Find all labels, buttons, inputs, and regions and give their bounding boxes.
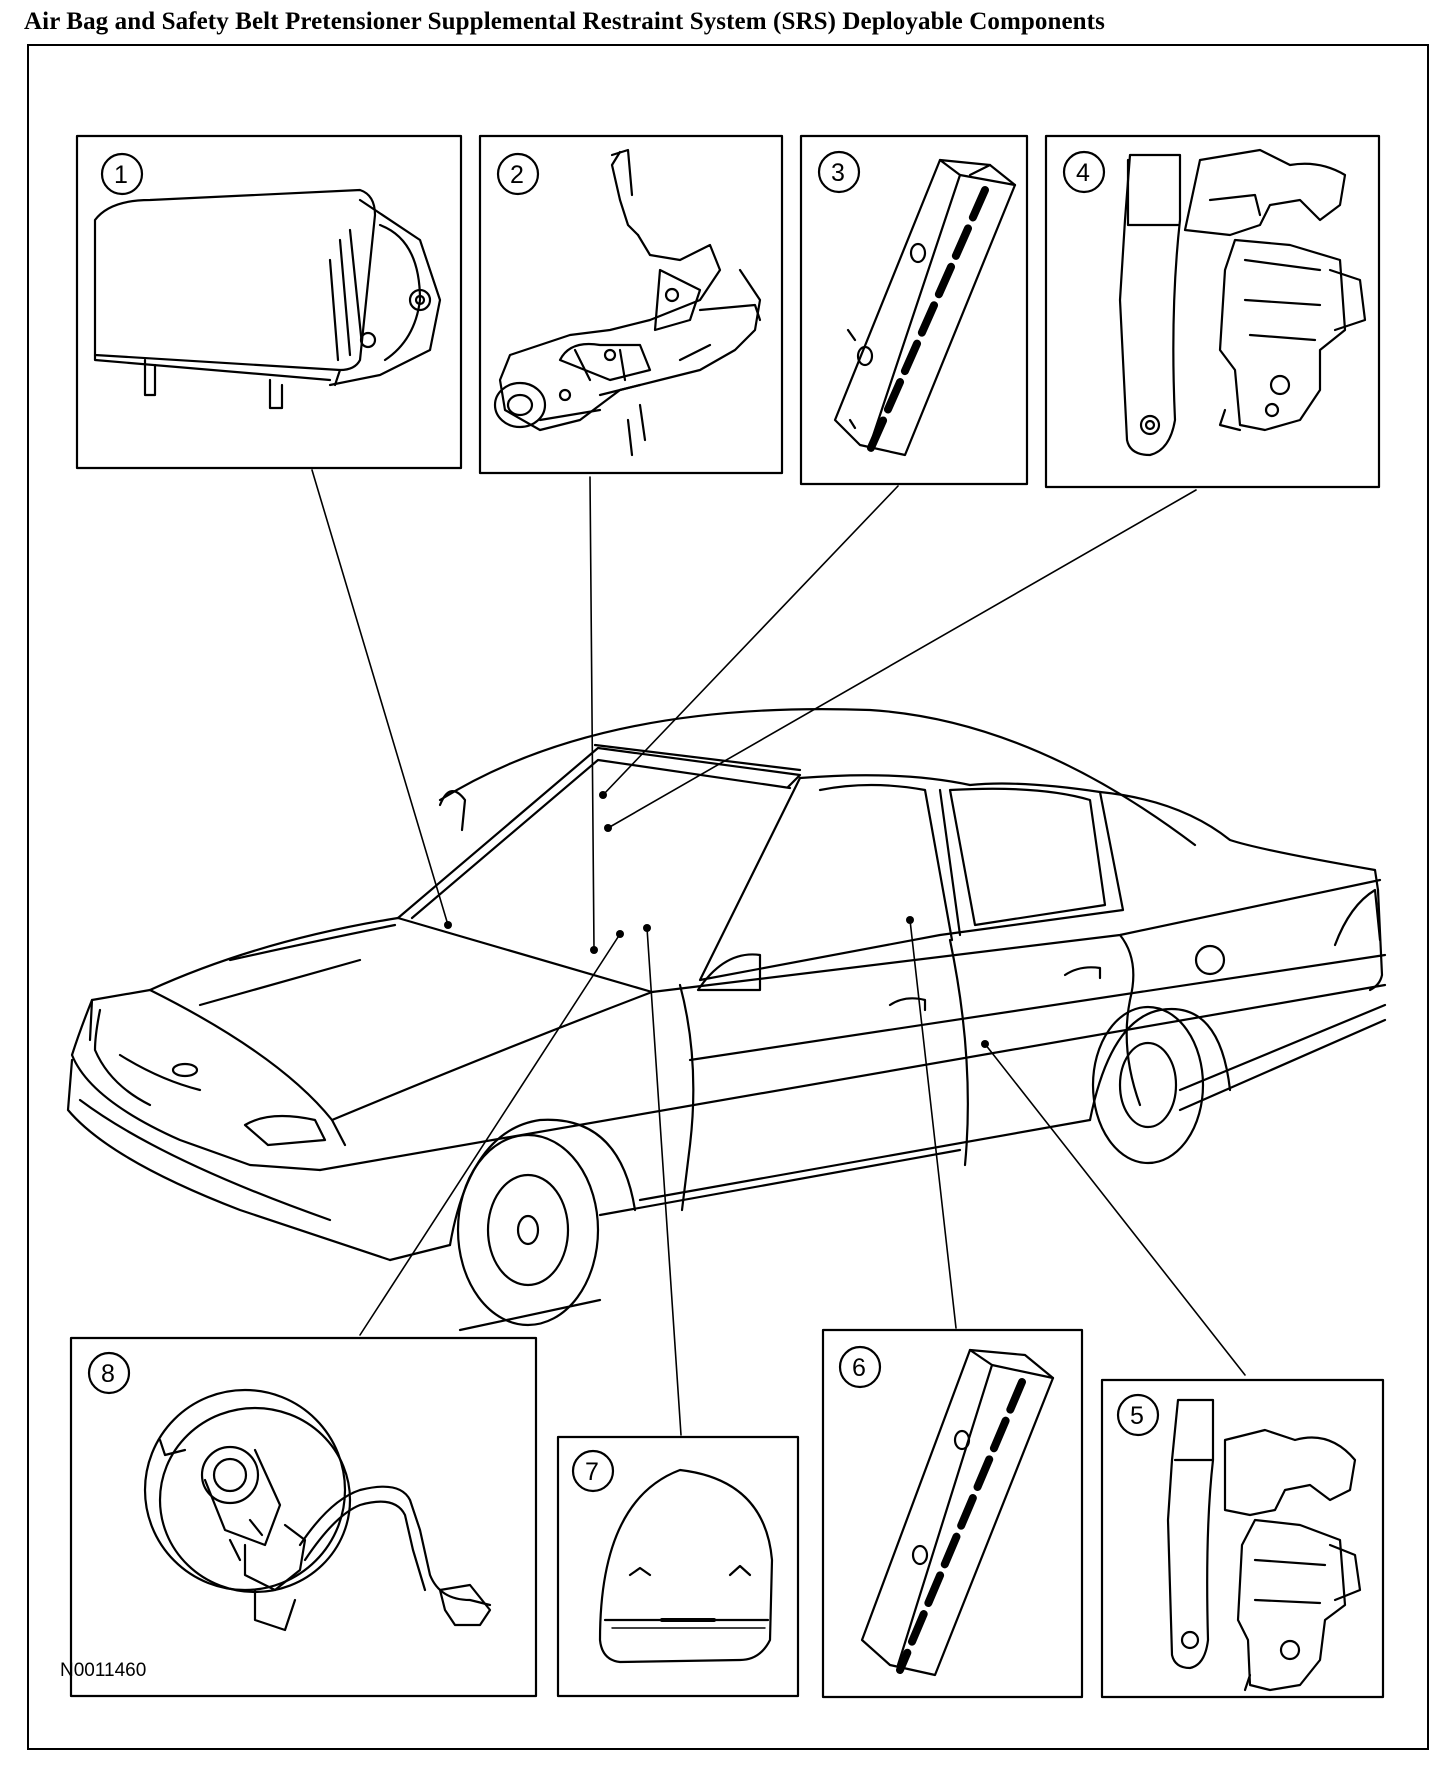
vehicle-illustration: [66, 707, 1387, 1332]
component-box-8: 8: [69, 1336, 538, 1698]
callout-6-label: 6: [852, 1354, 866, 1382]
diagram-frame: [27, 44, 1429, 1750]
component-box-5: 5: [1100, 1378, 1385, 1699]
component-box-2: 2: [478, 134, 784, 475]
component-box-6: 6: [821, 1328, 1084, 1699]
callout-2-label: 2: [510, 161, 524, 189]
callout-8-label: 8: [101, 1360, 115, 1388]
callout-5-label: 5: [1130, 1402, 1144, 1430]
leader-lines: [311, 469, 1246, 1436]
callout-7-label: 7: [585, 1458, 599, 1486]
location-dots: [444, 791, 989, 1048]
callout-3-label: 3: [831, 159, 845, 187]
diagram-title: Air Bag and Safety Belt Pretensioner Sup…: [24, 8, 1105, 35]
component-box-7: 7: [556, 1435, 800, 1698]
component-box-3: 3: [799, 134, 1029, 486]
callout-4-label: 4: [1076, 159, 1090, 187]
component-box-4: 4: [1044, 134, 1381, 489]
component-box-1: 1: [75, 134, 463, 470]
figure-id: N0011460: [60, 1660, 147, 1681]
callout-1-label: 1: [114, 161, 128, 189]
